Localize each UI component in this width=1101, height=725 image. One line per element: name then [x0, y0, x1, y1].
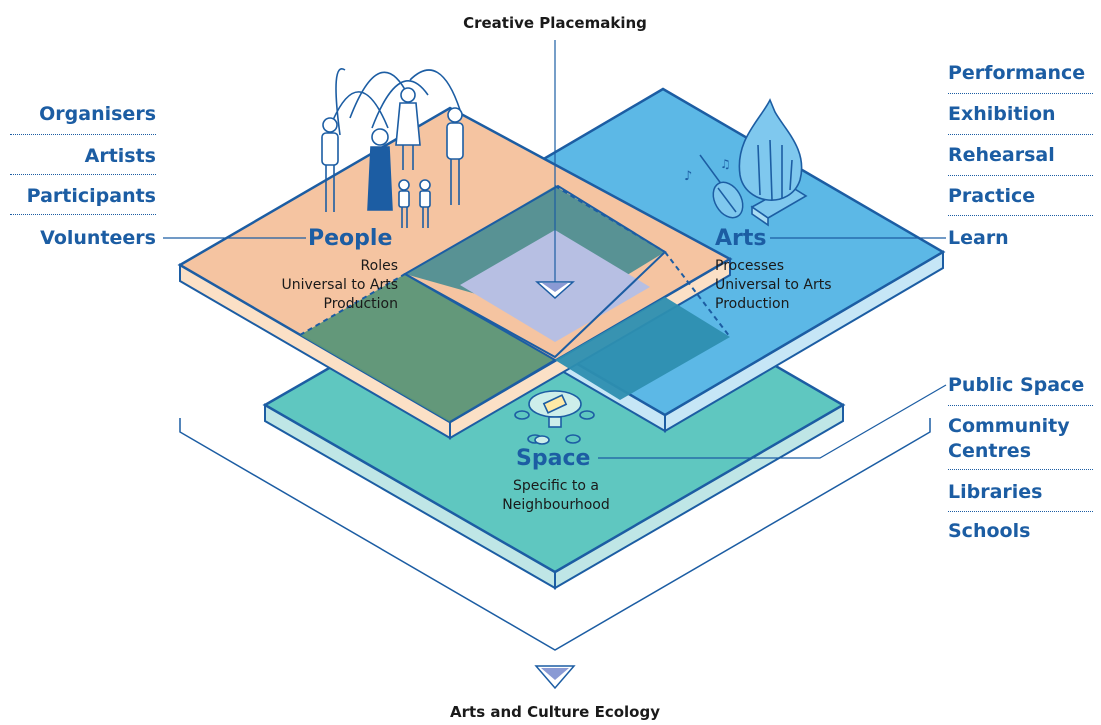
divider — [948, 175, 1093, 176]
activity-performance: Performance — [948, 62, 1086, 84]
activity-exhibition: Exhibition — [948, 103, 1056, 125]
place-community-centres: Community Centres — [948, 415, 1070, 462]
divider — [948, 134, 1093, 135]
activity-learn: Learn — [948, 227, 1009, 249]
arts-description-line: Production — [715, 296, 790, 312]
divider — [948, 511, 1093, 512]
space-description-line: Neighbourhood — [502, 497, 610, 513]
space-description-line: Specific to a — [512, 478, 600, 494]
divider — [10, 134, 156, 135]
people-description: Roles Universal to Arts Production — [250, 257, 399, 314]
diagram-title-top: Creative Placemaking — [463, 14, 647, 32]
divider — [948, 469, 1093, 470]
people-illustration-icon — [321, 68, 464, 228]
role-artists: Artists — [84, 145, 156, 167]
people-heading: People — [308, 226, 393, 251]
down-triangle-icon — [534, 665, 576, 690]
divider — [10, 174, 156, 175]
place-schools: Schools — [948, 520, 1031, 542]
arts-heading: Arts — [715, 226, 767, 251]
role-organisers: Organisers — [39, 103, 156, 125]
role-volunteers: Volunteers — [40, 227, 156, 249]
people-description-line: Production — [323, 296, 398, 312]
space-connector — [598, 384, 947, 459]
gourd-sculpture-icon — [738, 98, 808, 227]
divider — [948, 405, 1093, 406]
violin-icon: ♪ ♫ — [684, 154, 744, 219]
space-description: Specific to a Neighbourhood — [486, 477, 626, 515]
divider — [10, 214, 156, 215]
ecology-bracket — [179, 418, 931, 651]
place-libraries: Libraries — [948, 481, 1043, 503]
table-icon — [514, 390, 595, 445]
role-participants: Participants — [26, 185, 156, 207]
activity-rehearsal: Rehearsal — [948, 144, 1055, 166]
people-description-line: Universal to Arts — [281, 277, 399, 293]
diagram-title-bottom: Arts and Culture Ecology — [450, 703, 660, 721]
down-triangle-icon — [535, 281, 575, 300]
people-description-line: Roles — [360, 258, 398, 274]
arts-description-line: Processes — [715, 258, 785, 274]
arts-description: Processes Universal to Arts Production — [715, 257, 832, 314]
space-heading: Space — [516, 446, 591, 471]
svg-text:♫: ♫ — [720, 157, 731, 171]
divider — [948, 215, 1093, 216]
arts-description-line: Universal to Arts — [715, 277, 832, 293]
divider — [948, 93, 1093, 94]
activity-practice: Practice — [948, 185, 1036, 207]
place-public-space: Public Space — [948, 374, 1085, 396]
svg-text:♪: ♪ — [684, 169, 692, 184]
